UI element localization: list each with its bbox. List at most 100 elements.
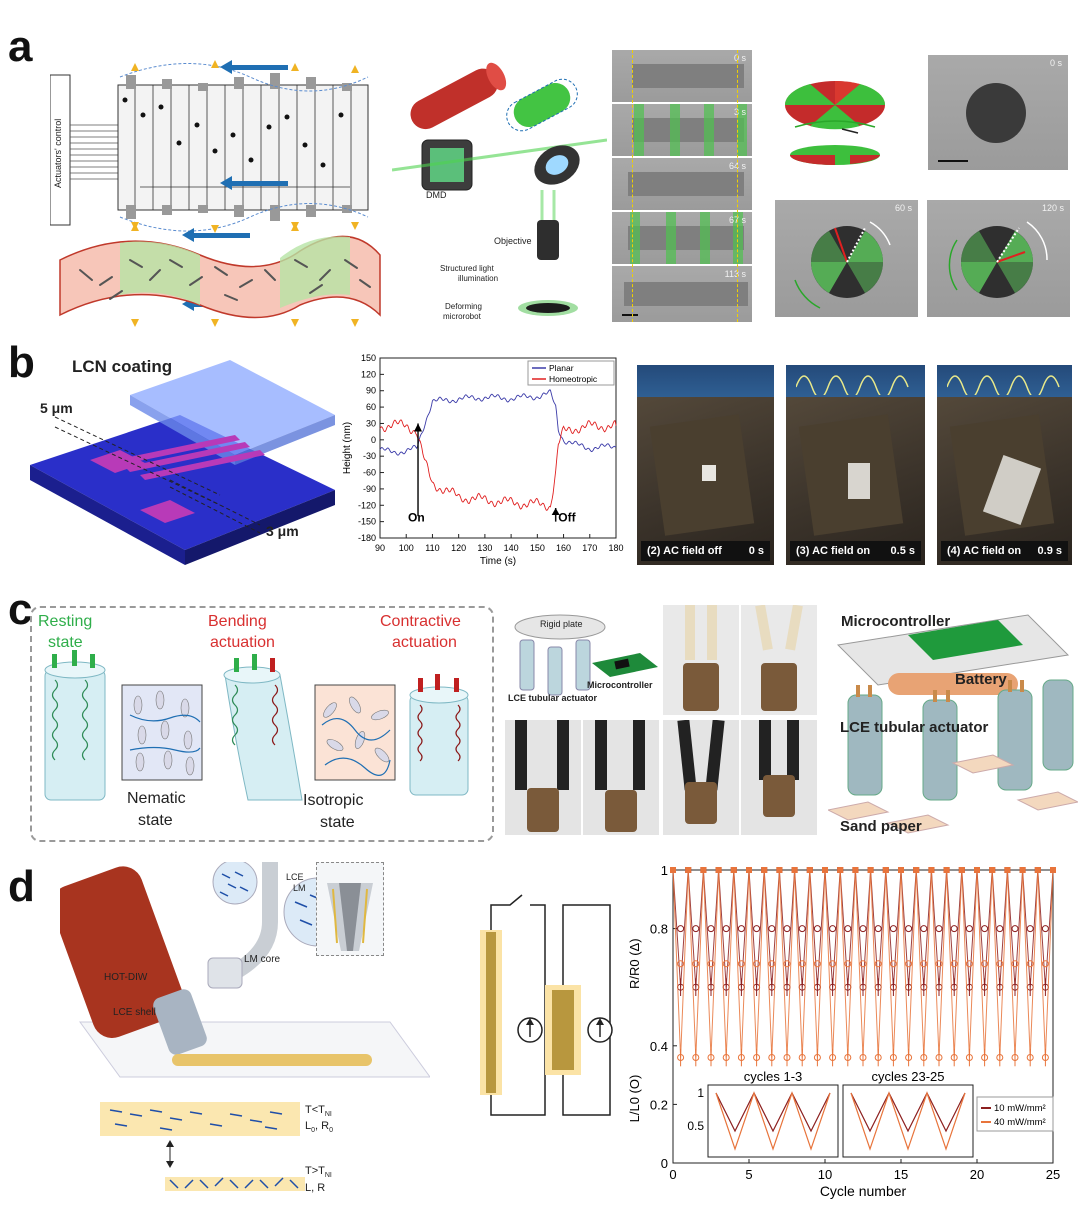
objective-label: Objective [494,236,532,246]
battery-label: Battery [955,671,1007,688]
mid-point [905,925,913,933]
condition-low-text: T<T [305,1104,325,1116]
mid-point [829,960,837,968]
length-resistance-initial: L0, R0 [305,1120,333,1134]
mid-point [737,925,745,933]
caption-label: (4) AC field on [947,545,1022,557]
mid-point [889,925,897,933]
mid-point [707,960,715,968]
mid-point [844,925,852,933]
peak-point [715,867,722,873]
x-tick-label: 15 [894,1167,908,1182]
caption: (2) AC field off 0 s [641,541,770,561]
isotropic-label: Isotropic [303,792,364,809]
y-tick-label: -30 [363,451,376,461]
legend-entry: 10 mW/mm² [994,1103,1046,1114]
off-arrowhead [551,508,560,515]
initial-resistance: , R [315,1120,330,1132]
y-tick-label: -180 [358,533,376,543]
y-tick-label: -150 [358,517,376,527]
disc-frame: 120 s [927,200,1070,317]
x-tick-label: 0 [669,1167,676,1182]
panel-letter-d: d [8,862,35,911]
inset-series-line [850,1091,966,1133]
mid-point [783,925,791,933]
y-tick-label: 1 [661,863,668,878]
mid-point [692,925,700,933]
initial-length: L [305,1120,312,1132]
disc-frame: 0 s [928,55,1068,170]
legend-entry: Homeotropic [549,374,598,384]
series-line-homeotropic [379,419,617,511]
rotating-disc [794,221,891,309]
caption-time: 0 s [748,545,764,557]
y-tick-label: 0.2 [650,1097,668,1112]
inset-title: cycles 23-25 [872,1069,945,1084]
condition-low-sub: NI [324,1111,332,1119]
legend-entry: Planar [549,363,574,373]
hot-diw-label: HOT-DIW [104,972,148,983]
inset-frame [707,1084,839,1158]
lcn-coating-label: LCN coating [72,357,173,376]
gripper-photo [583,720,659,835]
y-tick-label: 0.4 [650,1039,668,1054]
y-tick-label: -120 [358,500,376,510]
peak-point [730,867,737,873]
disc-frame: 60 s [775,200,918,317]
inset-y-tick-label: 1 [697,1086,704,1100]
x-tick-label: 10 [818,1167,832,1182]
mid-point [950,925,958,933]
lcn-device-illustration [30,360,335,565]
y-tick-label: 90 [366,386,376,396]
disc-time: 60 s [894,203,912,213]
caption-time: 0.5 s [890,545,915,557]
x-tick-label: 160 [556,543,571,553]
x-tick-label: 150 [530,543,545,553]
peak-point [837,867,844,873]
x-tick-label: 180 [608,543,623,553]
resting-state-label: state [48,634,83,651]
mid-point [1011,925,1019,933]
ac-field-photo: (2) AC field off 0 s [637,365,774,565]
mid-point [768,960,776,968]
mid-point [844,960,852,968]
peak-point [943,867,950,873]
microcontroller-label: Microcontroller [841,613,951,630]
mid-point [920,925,928,933]
x-tick-label: 5 [745,1167,752,1182]
peak-point [776,867,783,873]
lce-tubular-label: LCE tubular actuator [840,719,989,736]
mid-point [722,960,730,968]
contractive-label: Contractive [380,613,461,630]
peak-point [746,867,752,873]
mid-point [692,960,700,968]
x-tick-label: 110 [425,543,439,553]
nematic-state-label: state [138,812,173,829]
mid-point [981,925,989,933]
mid-point [1026,960,1034,968]
panel-letter-b: b [8,338,35,387]
legend-entry: 40 mW/mm² [994,1117,1046,1128]
strip-frame: 3 s [612,104,752,156]
lce-tubular-small-label: LCE tubular actuator [508,693,598,703]
peak-point [761,867,768,873]
mid-point [859,925,867,933]
strip-frame: 113 s [612,266,752,322]
plot-frame [379,357,617,539]
ac-field-photo: (3) AC field on 0.5 s [786,365,925,565]
mid-point [768,925,776,933]
mid-point [829,925,837,933]
mid-point [798,960,806,968]
caption-label: (2) AC field off [647,545,722,557]
inset-series-line [850,1091,966,1151]
peak-point [685,867,692,873]
mid-point [813,960,821,968]
peak-point [928,867,935,873]
deforming-label: Deforming [445,302,482,311]
strip-time: 3 s [733,107,746,117]
strip-frame: 67 s [612,212,752,264]
gripper-photo [741,605,817,715]
y-tick-label: 60 [366,402,376,412]
mid-point [889,960,897,968]
mid-point [965,960,973,968]
